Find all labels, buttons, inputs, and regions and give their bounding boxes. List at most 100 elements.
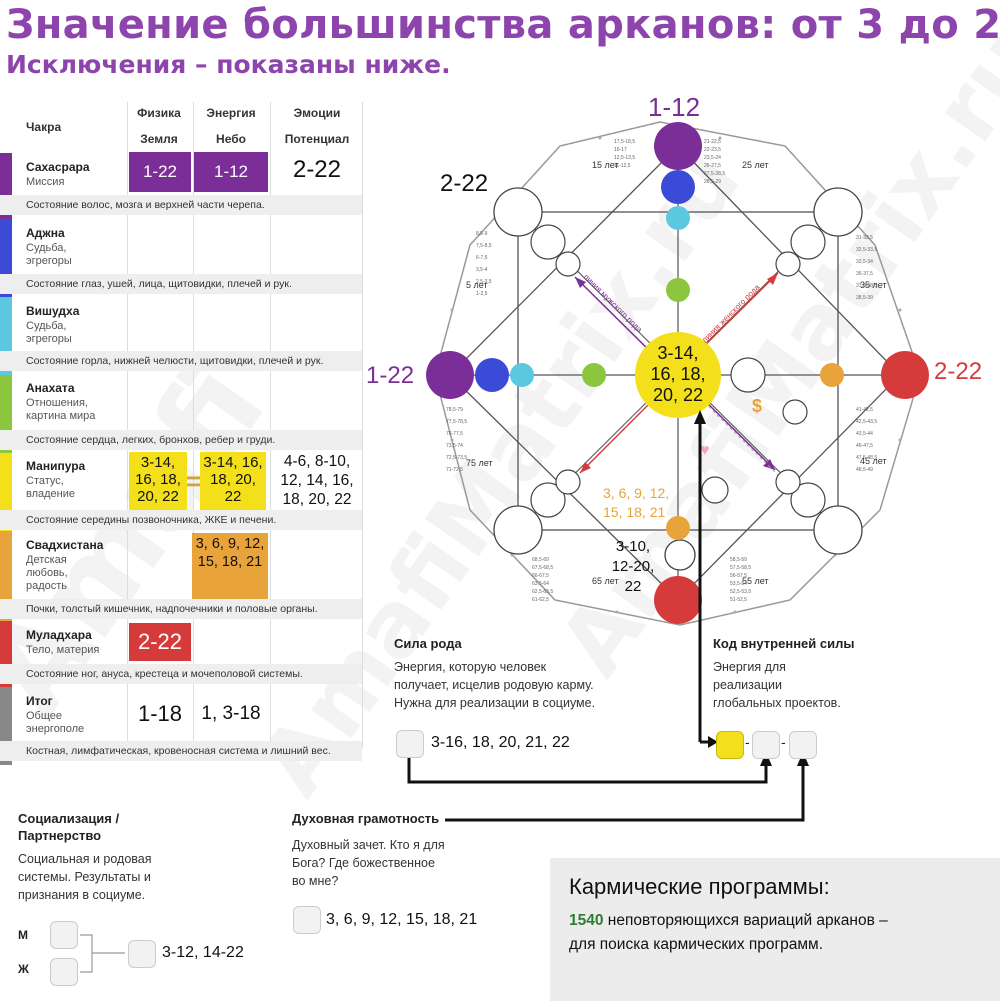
karma-panel	[550, 858, 1000, 1001]
cell-energy-manipura: 3-14, 16, 18, 20, 22	[200, 452, 266, 512]
chakra-sub: Статус, владение	[26, 475, 76, 500]
chakra-name: Итог	[26, 694, 53, 708]
chakra-desc: Состояние середины позвоночника, ЖКЕ и п…	[0, 510, 362, 530]
chakra-desc: Состояние горла, нижней челюсти, щитовид…	[0, 351, 362, 371]
cell-emo-manipura: 4-6, 8-10, 12, 14, 16, 18, 20, 22	[280, 453, 354, 508]
age-label: 65 лет	[592, 576, 619, 586]
kod-dash: -	[781, 734, 786, 750]
chakra-name: Анахата	[26, 381, 75, 395]
kod-box-2	[752, 731, 780, 759]
orange-value: 3, 6, 9, 12, 15, 18, 21	[603, 485, 670, 520]
chakra-desc: Состояние сердца, легких, бронхов, ребер…	[0, 430, 362, 450]
chakra-name: Сахасрара	[26, 160, 90, 174]
chakra-table: Чакра Физика Земля Энергия Небо Эмоции П…	[0, 100, 366, 768]
kod-box-yellow	[716, 731, 744, 759]
chakra-desc: Почки, толстый кишечник, надпочечники и …	[0, 599, 362, 619]
col-header-emo-top: Эмоции	[293, 106, 341, 120]
cell-phys-muladhara: 2-22	[129, 623, 191, 661]
chakra-sub: Миссия	[26, 176, 65, 188]
page-title: Значение большинства арканов: от 3 до 22…	[6, 2, 1000, 48]
center-value: 3-14, 16, 18, 20, 22	[650, 343, 706, 405]
kod-sily-heading: Код внутренней силы	[713, 636, 855, 651]
spiritual-heading: Духовная грамотность	[292, 811, 440, 826]
zh-box	[50, 958, 78, 986]
top-value: 1-12	[648, 92, 701, 122]
bottom-value: 3-10, 12-20, 22	[611, 538, 655, 595]
chakra-sub: Отношения, картина мира	[26, 397, 96, 422]
m-label: М	[18, 928, 28, 942]
zh-label: Ж	[18, 962, 29, 976]
dollar-icon: $	[752, 396, 763, 416]
karma-count: 1540	[569, 912, 604, 929]
chakra-sub: Судьба, эгрегоры	[26, 320, 72, 345]
chakra-name: Вишудха	[26, 304, 80, 318]
chakra-name: Муладхара	[26, 628, 92, 642]
age-label: 15 лет	[592, 160, 619, 170]
cell-emo-sahasrara: 2-22	[292, 156, 342, 183]
col-header-phys-bot: Земля	[140, 132, 178, 146]
sila-roda-range: 3-16, 18, 20, 21, 22	[431, 734, 570, 751]
chakra-desc: Состояние глаз, ушей, лица, щитовидки, п…	[0, 274, 362, 294]
equal-sign: =	[186, 466, 202, 496]
socialization-heading: Социализация /Партнерство	[18, 811, 120, 843]
chakra-name: Аджна	[26, 226, 65, 240]
chakra-sub: Общее энергополе	[26, 710, 85, 735]
socialization-box	[128, 940, 156, 968]
chakra-desc: Костная, лимфатическая, кровеносная сист…	[0, 741, 362, 761]
karma-line-2: для поиска кармических программ.	[569, 936, 824, 953]
col-header-emo-bot: Потенциал	[284, 132, 350, 146]
heart-icon: ♥	[700, 442, 710, 459]
sila-roda-heading: Сила рода	[394, 636, 462, 651]
cell-energy-sahasrara: 1-12	[194, 152, 268, 192]
col-header-energy-top: Энергия	[206, 106, 256, 120]
top-left-value: 2-22	[440, 170, 489, 197]
kod-box-3	[789, 731, 817, 759]
age-label: 25 лет	[742, 160, 769, 170]
spiritual-range: 3, 6, 9, 12, 15, 18, 21	[326, 911, 478, 928]
age-label: 35 лет	[860, 280, 887, 290]
m-box	[50, 921, 78, 949]
kod-dash: -	[745, 734, 750, 750]
karma-heading: Кармические программы:	[569, 874, 830, 899]
chakra-sub: Судьба, эгрегоры	[26, 242, 72, 267]
left-value: 1-22	[366, 362, 415, 389]
col-header-phys-top: Физика	[137, 106, 181, 120]
sila-roda-box	[396, 730, 424, 758]
socialization-range: 3-12, 14-22	[162, 944, 244, 961]
page-subtitle: Исключения – показаны ниже.	[6, 50, 451, 79]
age-label: 75 лет	[466, 458, 493, 468]
cell-phys-sahasrara: 1-22	[129, 152, 191, 192]
chakra-name: Манипура	[26, 459, 86, 473]
age-label: 5 лет	[466, 280, 488, 290]
cell-energy-svadhisthana: 3, 6, 9, 12, 15, 18, 21	[192, 533, 268, 599]
age-label: 55 лет	[742, 576, 769, 586]
chakra-stripe-svadhisthana	[0, 531, 12, 621]
karma-line-1: 1540 неповторяющихся вариаций арканов –	[569, 912, 888, 929]
cell-phys-total: 1-18	[137, 701, 183, 726]
matrix-diagram	[426, 121, 929, 626]
col-header-energy-bot: Небо	[216, 132, 246, 146]
cell-phys-manipura: 3-14, 16, 18, 20, 22	[129, 452, 187, 512]
chakra-sub: Детская любовь, радость	[26, 554, 68, 592]
chakra-sub: Тело, материя	[26, 644, 100, 656]
right-value: 2-22	[934, 358, 983, 385]
cell-energy-total: 1, 3-18	[201, 703, 261, 724]
spiritual-box	[293, 906, 321, 934]
chakra-desc: Состояние ног, ануса, крестеца и мочепол…	[0, 664, 362, 684]
chakra-desc: Состояние волос, мозга и верхней части ч…	[0, 195, 362, 215]
col-header-chakra: Чакра	[26, 120, 62, 134]
age-label: 45 лет	[860, 456, 887, 466]
